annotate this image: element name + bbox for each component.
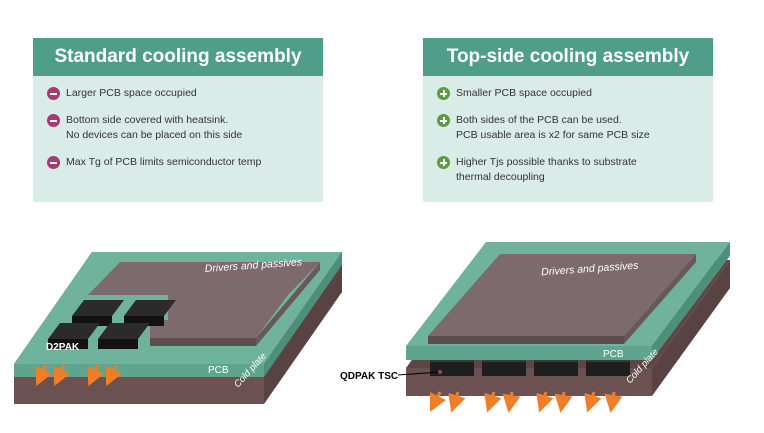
label-leader-line: [397, 371, 441, 376]
item-text: Higher Tjs possible thanks to substrate: [456, 156, 637, 168]
drivers-block-front: [428, 336, 624, 344]
drivers-block-side: [256, 262, 320, 346]
item-text: Smaller PCB space occupied: [456, 87, 592, 99]
plus-icon: [437, 87, 450, 100]
list-item: Larger PCB space occupied: [47, 86, 313, 101]
list-item: Higher Tjs possible thanks to substrate …: [437, 155, 703, 185]
label-leader-dot: [438, 370, 442, 374]
heat-flow-arrows: [429, 391, 623, 413]
heat-flow-arrows: [35, 364, 122, 387]
d2pak-package: [48, 323, 100, 349]
qdpak-package: [430, 358, 474, 376]
item-text: No devices can be placed on this side: [66, 129, 243, 141]
item-text: Larger PCB space occupied: [66, 87, 197, 99]
d2pak-package: [98, 323, 150, 349]
pcb-label: PCB: [208, 365, 229, 376]
drivers-block-top: [428, 254, 696, 336]
drivers-block-top: [150, 295, 288, 338]
qdpak-label: QDPAK TSC: [340, 371, 398, 382]
pcb-label: PCB: [603, 349, 624, 360]
minus-icon: [47, 156, 60, 169]
item-text: Max Tg of PCB limits semiconductor temp: [66, 156, 262, 168]
standard-cooling-panel: Standard cooling assembly Larger PCB spa…: [33, 38, 323, 202]
plus-icon: [437, 156, 450, 169]
qdpak-package: [586, 358, 630, 376]
d2pak-package: [124, 300, 176, 326]
pcb-front: [406, 346, 652, 360]
item-text: Bottom side covered with heatsink.: [66, 114, 229, 126]
item-text: thermal decoupling: [456, 171, 545, 183]
d2pak-label: D2PAK: [46, 342, 80, 353]
list-item: Bottom side covered with heatsink. No de…: [47, 113, 313, 143]
pcb-side: [652, 242, 730, 360]
disadvantage-list: Larger PCB space occupied Bottom side co…: [33, 76, 323, 170]
topside-cooling-panel: Top-side cooling assembly Smaller PCB sp…: [423, 38, 713, 202]
item-text: Both sides of the PCB can be used.: [456, 114, 622, 126]
drivers-block-front: [150, 338, 256, 346]
qdpak-package: [482, 358, 526, 376]
minus-icon: [47, 114, 60, 127]
list-item: Both sides of the PCB can be used. PCB u…: [437, 113, 703, 143]
qdpak-package: [534, 358, 578, 376]
pcb-front: [14, 364, 264, 377]
standard-assembly-illustration: Drivers and passives D2PAK PCB Cold plat…: [14, 252, 342, 404]
item-text: PCB usable area is x2 for same PCB size: [456, 129, 650, 141]
pcb-side: [264, 252, 342, 377]
list-item: Smaller PCB space occupied: [437, 86, 703, 101]
d2pak-package: [72, 300, 124, 326]
panel-title: Top-side cooling assembly: [423, 38, 713, 76]
drivers-block-side: [624, 254, 696, 344]
minus-icon: [47, 87, 60, 100]
list-item: Max Tg of PCB limits semiconductor temp: [47, 155, 313, 170]
plus-icon: [437, 114, 450, 127]
panel-title: Standard cooling assembly: [33, 38, 323, 76]
topside-assembly-illustration: Drivers and passives PCB Cold plate QDPA…: [340, 242, 730, 413]
cold-plate-side: [652, 260, 730, 396]
drivers-block-top: [88, 262, 320, 295]
advantage-list: Smaller PCB space occupied Both sides of…: [423, 76, 713, 185]
